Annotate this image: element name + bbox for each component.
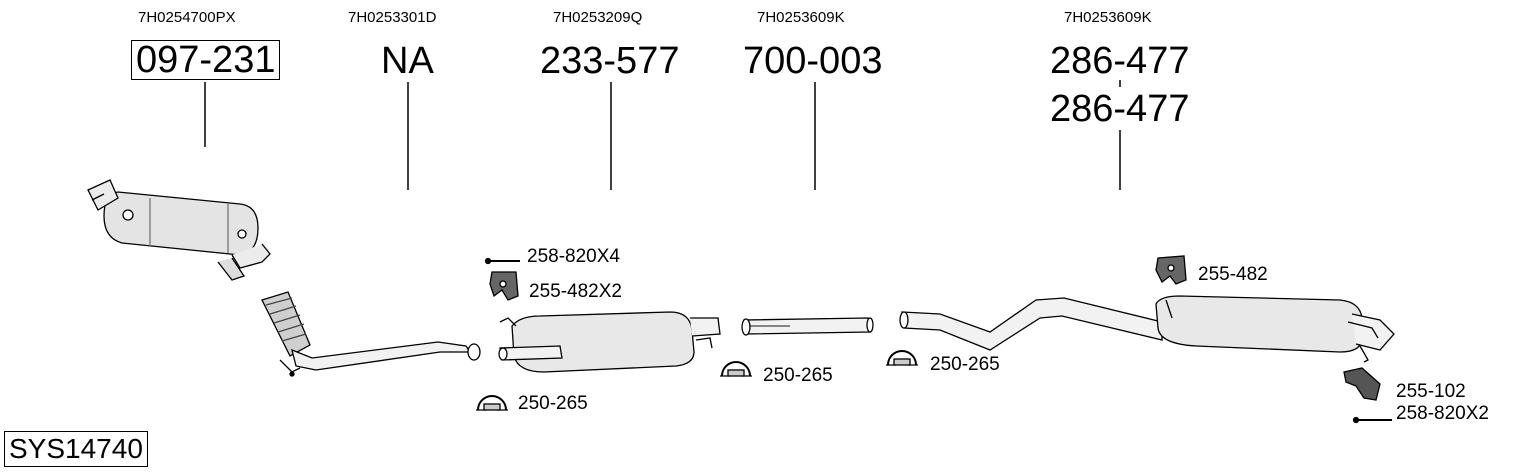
oem-number-catalyst: 7H0254700PX [138, 9, 236, 26]
bracket-icon [1343, 367, 1381, 401]
oem-number-front-pipe: 7H0253301D [348, 9, 437, 26]
rear-silencer-drawing [899, 295, 1395, 363]
intermediate-pipe-drawing [741, 317, 874, 336]
part-number-front-pipe[interactable]: NA [381, 40, 434, 82]
pipe-clamp-icon-1 [476, 395, 508, 411]
rubber-hanger-icon-2 [1155, 255, 1187, 285]
label-hanger-2[interactable]: 255-482 [1198, 264, 1268, 285]
bolt-icon-2 [1352, 416, 1392, 424]
label-bracket-1[interactable]: 255-102 [1396, 381, 1466, 402]
part-number-rear-silencer-alt[interactable]: 286-477 [1050, 88, 1190, 130]
label-hanger-1[interactable]: 255-482X2 [529, 281, 622, 302]
part-number-catalyst[interactable]: 097-231 [131, 40, 281, 80]
oem-number-intermediate-pipe: 7H0253609K [757, 9, 845, 26]
label-bolt-1[interactable]: 258-820X4 [527, 246, 620, 267]
part-number-rear-silencer[interactable]: 286-477 [1050, 40, 1190, 82]
catalyst-drawing [87, 179, 271, 281]
pipe-clamp-icon-2 [720, 361, 752, 377]
label-clamp-1[interactable]: 250-265 [518, 393, 588, 414]
system-id: SYS14740 [4, 431, 148, 467]
label-clamp-3[interactable]: 250-265 [930, 354, 1000, 375]
part-number-centre-silencer[interactable]: 233-577 [540, 40, 680, 82]
oem-number-rear-silencer: 7H0253609K [1064, 9, 1152, 26]
oem-number-centre-silencer: 7H0253209Q [553, 9, 643, 26]
centre-silencer-drawing [498, 311, 721, 373]
bolt-icon [484, 257, 520, 265]
label-bolt-2[interactable]: 258-820X2 [1396, 403, 1489, 424]
label-clamp-2[interactable]: 250-265 [763, 365, 833, 386]
front-pipe-drawing [261, 291, 481, 377]
part-number-intermediate-pipe[interactable]: 700-003 [743, 40, 883, 82]
rubber-hanger-icon [489, 271, 519, 301]
pipe-clamp-icon-3 [886, 350, 918, 366]
